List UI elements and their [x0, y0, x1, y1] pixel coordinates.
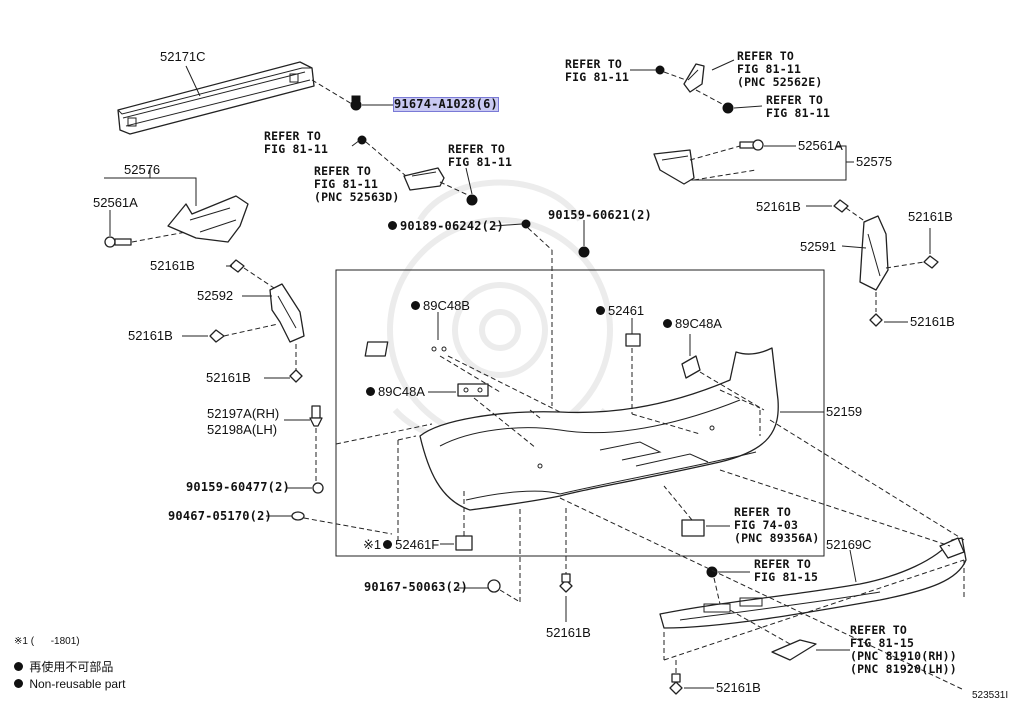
label-52461F-text: 52461F	[395, 537, 440, 552]
clip-52161B-right-1[interactable]	[833, 199, 849, 213]
label-90167-50063[interactable]: 90167-50063(2)	[364, 580, 468, 594]
legend-en: Non-reusable part	[14, 677, 125, 691]
clip-52161B-left-2[interactable]	[209, 329, 225, 343]
assembly-box	[335, 269, 825, 557]
bracket-ref-81-15-b[interactable]	[771, 639, 817, 661]
label-89C48B-text: 89C48B	[423, 298, 470, 313]
refer-fig-74-03[interactable]: REFER TO FIG 74-03 (PNC 89356A)	[734, 505, 820, 545]
label-91674-A1028[interactable]: 91674-A1028(6)	[393, 97, 499, 112]
bumper-cover-52159[interactable]	[419, 347, 779, 511]
refer-fig-81-11-pnc-52563D[interactable]: REFER TO FIG 81-11 (PNC 52563D)	[314, 164, 400, 204]
bolt-52561A-left[interactable]	[104, 236, 132, 248]
clip-52197A[interactable]	[309, 405, 323, 427]
label-52197A[interactable]: 52197A(RH)	[207, 406, 280, 421]
non-reusable-dot-icon	[388, 221, 397, 230]
refer-fig-81-15-a[interactable]: REFER TO FIG 81-15	[754, 557, 819, 584]
label-52161B-l2[interactable]: 52161B	[128, 328, 173, 343]
clip-90467[interactable]	[291, 511, 305, 521]
label-52575[interactable]: 52575	[856, 154, 893, 169]
non-reusable-dot-icon	[411, 301, 420, 310]
refer-fig-81-11-pnc-52562E[interactable]: REFER TO FIG 81-11 (PNC 52562E)	[737, 49, 823, 89]
label-52161B-l1[interactable]: 52161B	[150, 258, 195, 273]
label-89C48A-right-text: 89C48A	[675, 316, 722, 331]
non-reusable-dot-icon	[14, 662, 23, 671]
non-reusable-dot-icon	[383, 540, 393, 549]
bracket-right-upper[interactable]	[683, 63, 705, 93]
label-52169C[interactable]: 52169C	[826, 537, 872, 552]
legend-en-text: Non-reusable part	[29, 677, 126, 691]
label-52591[interactable]: 52591	[800, 239, 837, 254]
clip-52161B-right-2[interactable]	[923, 255, 939, 269]
label-89C48A-right[interactable]: 89C48A	[663, 317, 722, 330]
label-52576[interactable]: 52576	[124, 162, 161, 177]
legend-note: ※1 ( -1801)	[14, 636, 80, 647]
plate-89C48A-left[interactable]	[457, 383, 489, 397]
pad-ref-74-03[interactable]	[681, 519, 705, 537]
label-52561A-left[interactable]: 52561A	[93, 195, 138, 210]
label-89C48B[interactable]: 89C48B	[411, 299, 470, 312]
clip-52161B-lower-right[interactable]	[669, 673, 683, 695]
refer-fig-81-11-e[interactable]: REFER TO FIG 81-11	[448, 142, 513, 169]
label-52161B-l3[interactable]: 52161B	[206, 370, 251, 385]
label-52161B-lower-center[interactable]: 52161B	[546, 625, 591, 640]
bracket-center-upper[interactable]	[403, 167, 445, 191]
legend-jp: 再使用不可部品	[14, 658, 113, 675]
label-90189-06242[interactable]: 90189-06242(2)	[388, 220, 504, 233]
label-52161B-r3[interactable]: 52161B	[910, 314, 955, 329]
bracket-52591[interactable]	[859, 215, 889, 291]
label-52161B-r1[interactable]: 52161B	[756, 199, 801, 214]
label-52592[interactable]: 52592	[197, 288, 234, 303]
label-90189-text: 90189-06242(2)	[400, 219, 504, 233]
label-89C48A-left-text: 89C48A	[378, 384, 425, 399]
label-52159[interactable]: 52159	[826, 404, 863, 419]
label-52161B-r2[interactable]: 52161B	[908, 209, 953, 224]
clip-ref-81-15-a[interactable]	[706, 566, 718, 578]
label-90159-60621[interactable]: 90159-60621(2)	[548, 208, 652, 222]
clip-52161B-right-3[interactable]	[869, 313, 883, 327]
refer-fig-81-11-c[interactable]: REFER TO FIG 81-11	[766, 93, 831, 120]
label-52198A[interactable]: 52198A(LH)	[207, 422, 278, 437]
non-reusable-dot-icon	[663, 319, 672, 328]
label-90467-05170[interactable]: 90467-05170(2)	[168, 509, 272, 523]
bolt-91674[interactable]	[350, 95, 362, 111]
note-mark: ※1	[363, 537, 382, 552]
pad-52461[interactable]	[625, 333, 641, 347]
label-52461F[interactable]: ※1 52461F	[363, 538, 439, 551]
label-52171C[interactable]: 52171C	[160, 49, 206, 64]
clip-icon	[466, 194, 478, 206]
label-52161B-lower-right[interactable]: 52161B	[716, 680, 761, 695]
clip-52161B-left-1[interactable]	[229, 259, 245, 273]
lower-cover-52169C[interactable]	[659, 537, 967, 629]
bolt-52561A-right[interactable]	[739, 139, 764, 151]
legend-jp-text: 再使用不可部品	[29, 660, 114, 674]
label-52561A-right[interactable]: 52561A	[798, 138, 843, 153]
pad-52461F[interactable]	[455, 535, 473, 551]
non-reusable-dot-icon	[14, 679, 23, 688]
clip-52161B-left-3[interactable]	[289, 369, 303, 383]
reinforcement-beam-52171C[interactable]	[117, 61, 315, 135]
clip-90189[interactable]	[521, 219, 531, 229]
refer-fig-81-11-a[interactable]: REFER TO FIG 81-11	[565, 57, 630, 84]
refer-fig-81-11-d[interactable]: REFER TO FIG 81-11	[264, 129, 329, 156]
bracket-52576[interactable]	[167, 195, 249, 243]
screw-90159-60621[interactable]	[578, 246, 590, 258]
screw-90159-60477[interactable]	[312, 482, 324, 494]
clip-90167[interactable]	[487, 579, 501, 593]
diagram-id: 523531I	[972, 690, 1009, 701]
label-89C48A-left[interactable]: 89C48A	[366, 385, 425, 398]
label-90159-60477[interactable]: 90159-60477(2)	[186, 480, 290, 494]
refer-fig-81-15-b[interactable]: REFER TO FIG 81-15 (PNC 81910(RH)) (PNC …	[850, 623, 957, 676]
bracket-52592[interactable]	[269, 283, 305, 343]
clip-52161B-lower-center[interactable]	[559, 573, 573, 593]
label-52461-text: 52461	[608, 303, 645, 318]
plate-89C48B[interactable]	[364, 341, 447, 357]
non-reusable-dot-icon	[596, 306, 605, 315]
non-reusable-dot-icon	[366, 387, 375, 396]
bracket-52575[interactable]	[653, 149, 695, 185]
label-52461[interactable]: 52461	[596, 304, 644, 317]
plate-89C48A-right[interactable]	[681, 355, 701, 379]
clip-icon	[357, 135, 367, 145]
